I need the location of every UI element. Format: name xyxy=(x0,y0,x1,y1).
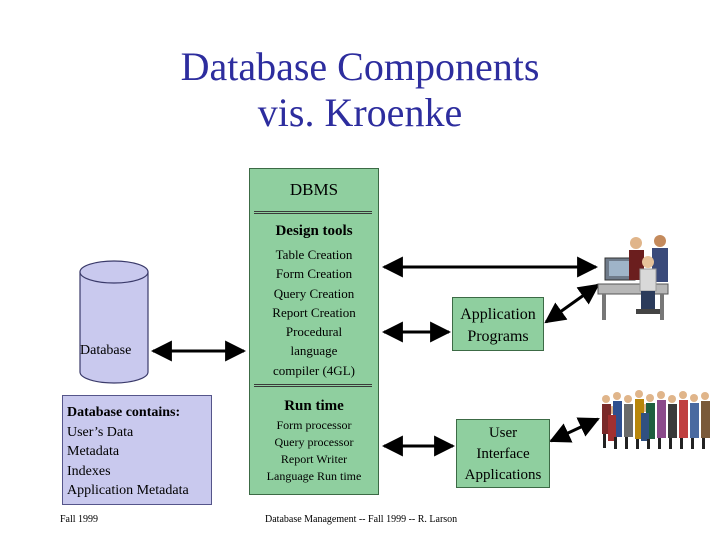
application-programs-line-2: Programs xyxy=(467,328,529,345)
run-time-heading: Run time xyxy=(284,398,344,414)
dbms-divider-top xyxy=(254,211,372,214)
run-time-item: Language Run time xyxy=(266,469,362,483)
arrow-user-interface-crowd xyxy=(549,417,600,443)
database-contains-item: Metadata xyxy=(67,444,120,459)
footer-center: Database Management -- Fall 1999 -- R. L… xyxy=(265,514,458,525)
design-tools-item: Procedural xyxy=(285,324,343,340)
application-programs-line-1: Application xyxy=(460,306,536,323)
design-tools-list: Table Creation Form Creation Query Creat… xyxy=(249,245,379,380)
run-time-item: Report Writer xyxy=(280,452,348,466)
database-contains-item: Application Metadata xyxy=(67,483,189,498)
user-interface-applications-box: User Interface Applications xyxy=(456,419,550,488)
arrow-application-programs-users xyxy=(544,283,600,324)
dbms-box xyxy=(249,168,379,495)
design-tools-item: Form Creation xyxy=(275,266,353,282)
user-interface-line-3: Applications xyxy=(464,467,542,483)
database-contains-item: User’s Data xyxy=(67,424,134,440)
design-tools-item: Query Creation xyxy=(273,285,355,301)
user-interface-line-2: Interface xyxy=(476,446,530,462)
database-contains-box: Database contains: User’s Data Metadata … xyxy=(62,395,212,505)
user-interface-line-1: User xyxy=(488,425,518,441)
slide-title: Database Components vis. Kroenke xyxy=(0,44,720,136)
design-tools-item: compiler (4GL) xyxy=(273,362,355,378)
database-label: Database xyxy=(80,343,132,358)
design-tools-item: Report Creation xyxy=(272,304,356,320)
title-line-2: vis. Kroenke xyxy=(257,90,463,135)
database-contains-item: Indexes xyxy=(67,463,111,479)
title-line-1: Database Components xyxy=(180,44,540,89)
office-workers-clipart-icon xyxy=(597,235,669,320)
design-tools-heading: Design tools xyxy=(275,223,353,239)
dbms-divider-bottom xyxy=(254,384,372,387)
design-tools-item: Table Creation xyxy=(275,247,353,262)
run-time-list: Form processor Query processor Report Wr… xyxy=(249,417,379,485)
run-time-item: Query processor xyxy=(274,435,354,449)
application-programs-box: Application Programs xyxy=(452,297,544,351)
crowd-of-people-clipart-icon xyxy=(602,390,710,449)
dbms-heading: DBMS xyxy=(289,180,339,199)
database-contains-heading: Database contains: xyxy=(67,405,181,420)
footer-left: Fall 1999 xyxy=(60,514,99,525)
design-tools-item: language xyxy=(290,343,338,359)
run-time-item: Form processor xyxy=(276,418,352,432)
database-cylinder-icon xyxy=(79,260,149,384)
